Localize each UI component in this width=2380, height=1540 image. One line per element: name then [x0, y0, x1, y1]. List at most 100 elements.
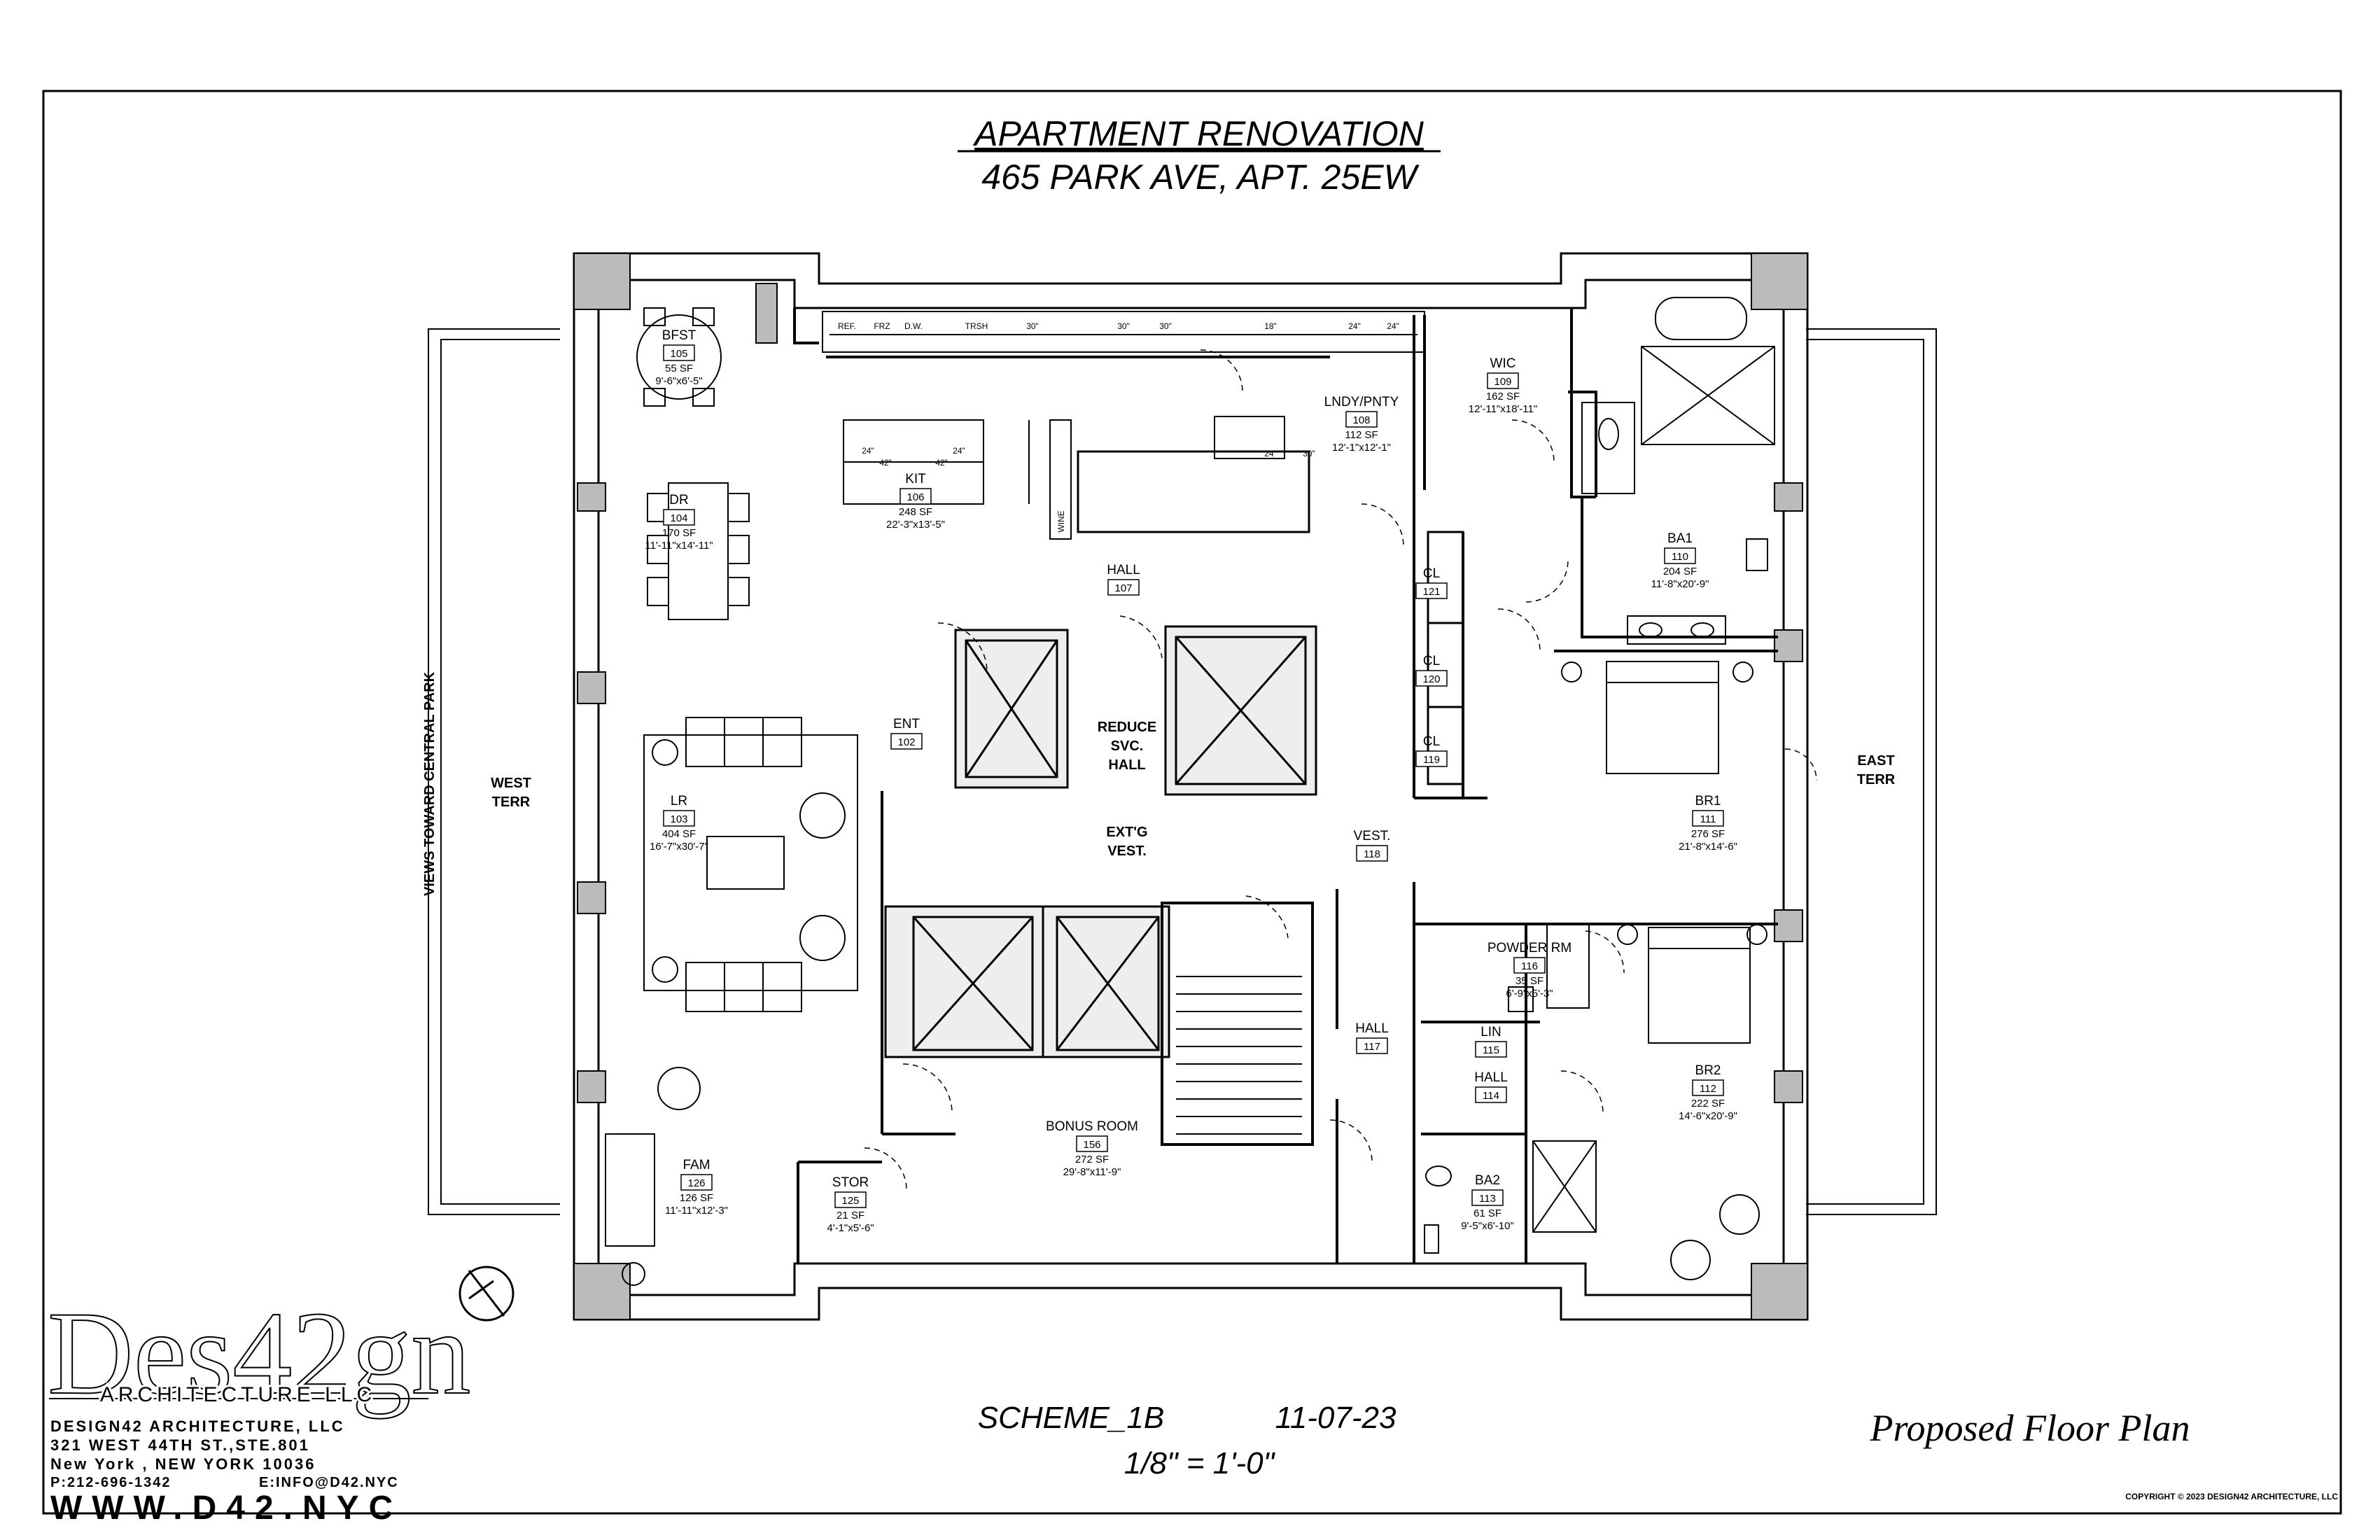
room-name: VEST. [1354, 829, 1391, 844]
room-number-box [1356, 1037, 1388, 1054]
room-number: 114 [1483, 1090, 1499, 1102]
room-name: KIT [905, 472, 926, 486]
room-dimensions: 4'-1"x5'-6" [827, 1222, 874, 1234]
room-dimensions: 11'-11"x12'-3" [665, 1205, 728, 1217]
svg-text:30": 30" [1303, 449, 1315, 458]
firm-logo: Des42gn ARCHITECTURE LLC DESIGN42 ARCHIT… [47, 1287, 471, 1527]
room-number-box [1107, 579, 1140, 596]
room-number-box [1475, 1041, 1507, 1058]
room-area: 170 SF [662, 527, 696, 539]
room-dimensions: 29'-8"x11'-9" [1063, 1166, 1121, 1178]
room-tag: VEST. 118 [1354, 829, 1391, 862]
elevator-shafts [884, 450, 1317, 1058]
room-number: 106 [906, 491, 924, 503]
bath1-fixtures [1581, 297, 1775, 645]
east-terr-label-1: EAST [1857, 753, 1894, 769]
room-area: 126 SF [680, 1192, 713, 1204]
room-name: LIN [1480, 1025, 1502, 1040]
scheme-date: 11-07-23 [1275, 1401, 1396, 1435]
firm-email: E:INFO@D42.NYC [259, 1475, 399, 1490]
room-number-box [1076, 1135, 1108, 1152]
room-number-box [680, 1174, 713, 1191]
room-name: LR [671, 794, 687, 808]
family-room-furniture [605, 1067, 701, 1286]
living-room-furniture [643, 717, 858, 1012]
room-number: 108 [1352, 414, 1370, 426]
room-tag: CL 121 [1415, 566, 1448, 599]
room-number: 126 [687, 1177, 705, 1189]
room-number-box [1692, 1079, 1724, 1096]
room-dimensions: 12'-1"x12'-1" [1332, 442, 1391, 454]
room-name: STOR [832, 1175, 869, 1190]
room-name: HALL [1474, 1070, 1508, 1085]
extg-label-1: EXT'G [1106, 825, 1147, 840]
reduce-label-1: REDUCE [1098, 720, 1156, 735]
dining-table [647, 482, 750, 620]
logo-sub: ARCHITECTURE LLC [100, 1383, 376, 1406]
room-name: HALL [1107, 563, 1140, 578]
firm-address: 321 WEST 44TH ST.,STE.801 [50, 1436, 310, 1454]
room-number-box [890, 733, 923, 750]
reduce-label-3: HALL [1108, 757, 1145, 773]
room-tag: LIN 115 [1475, 1025, 1507, 1058]
room-tag: HALL 107 [1107, 563, 1140, 596]
firm-phone: P:212-696-1342 [50, 1475, 172, 1490]
svg-text:TRSH: TRSH [965, 321, 988, 331]
room-area: 61 SF [1474, 1208, 1502, 1219]
room-name: BR1 [1695, 794, 1721, 808]
copyright: COPYRIGHT © 2023 DESIGN42 ARCHITECTURE, … [2125, 1492, 2338, 1502]
views-label: VIEWS TOWARD CENTRAL PARK [422, 671, 438, 896]
room-dimensions: 9'-5"x6'-10" [1461, 1220, 1514, 1232]
room-name: BA1 [1667, 531, 1693, 546]
svg-text:24": 24" [953, 446, 965, 456]
room-number: 104 [670, 512, 687, 524]
room-dimensions: 12'-11"x18'-11" [1469, 403, 1537, 415]
room-dimensions: 22'-3"x13'-5" [886, 519, 945, 531]
room-tag: CL 119 [1415, 734, 1448, 767]
room-number: 118 [1364, 848, 1380, 860]
room-number: 105 [670, 348, 687, 360]
room-area: 222 SF [1691, 1098, 1725, 1110]
bath2-fixtures [1424, 986, 1597, 1254]
room-name: WIC [1490, 356, 1516, 371]
room-name: CL [1423, 566, 1440, 581]
room-name: POWDER RM [1488, 941, 1572, 955]
svg-text:FRZ: FRZ [874, 321, 890, 331]
east-terrace [1806, 328, 1937, 1215]
room-area: 162 SF [1486, 391, 1520, 402]
room-number: 109 [1494, 376, 1511, 388]
room-number: 107 [1114, 582, 1132, 594]
room-area: 404 SF [662, 828, 696, 840]
svg-text:30": 30" [1026, 321, 1039, 331]
room-name: BA2 [1475, 1173, 1500, 1188]
svg-text:24": 24" [1387, 321, 1399, 331]
svg-text:REF.: REF. [838, 321, 856, 331]
room-number: 121 [1422, 586, 1440, 598]
breakfast-table [636, 307, 722, 407]
room-name: CL [1423, 734, 1440, 749]
kitchen-appliance-labels: REF. FRZ D.W. TRSH 30" 30" 30" 18" 24" 2… [838, 321, 1399, 533]
room-number: 125 [841, 1195, 859, 1207]
sheet-border [42, 90, 2342, 1515]
room-number-box [1471, 1189, 1504, 1206]
room-number: 156 [1083, 1139, 1100, 1151]
room-number: 115 [1483, 1044, 1499, 1056]
scheme-name: SCHEME_1B [978, 1401, 1165, 1435]
logo-wordmark: Des42gn [48, 1287, 470, 1419]
room-dimensions: 21'-8"x14'-6" [1679, 841, 1737, 853]
room-number: 119 [1423, 754, 1440, 766]
svg-text:24": 24" [862, 446, 874, 456]
svg-text:18": 18" [1264, 321, 1277, 331]
room-name: BR2 [1695, 1063, 1721, 1078]
room-number-box [1415, 670, 1448, 687]
